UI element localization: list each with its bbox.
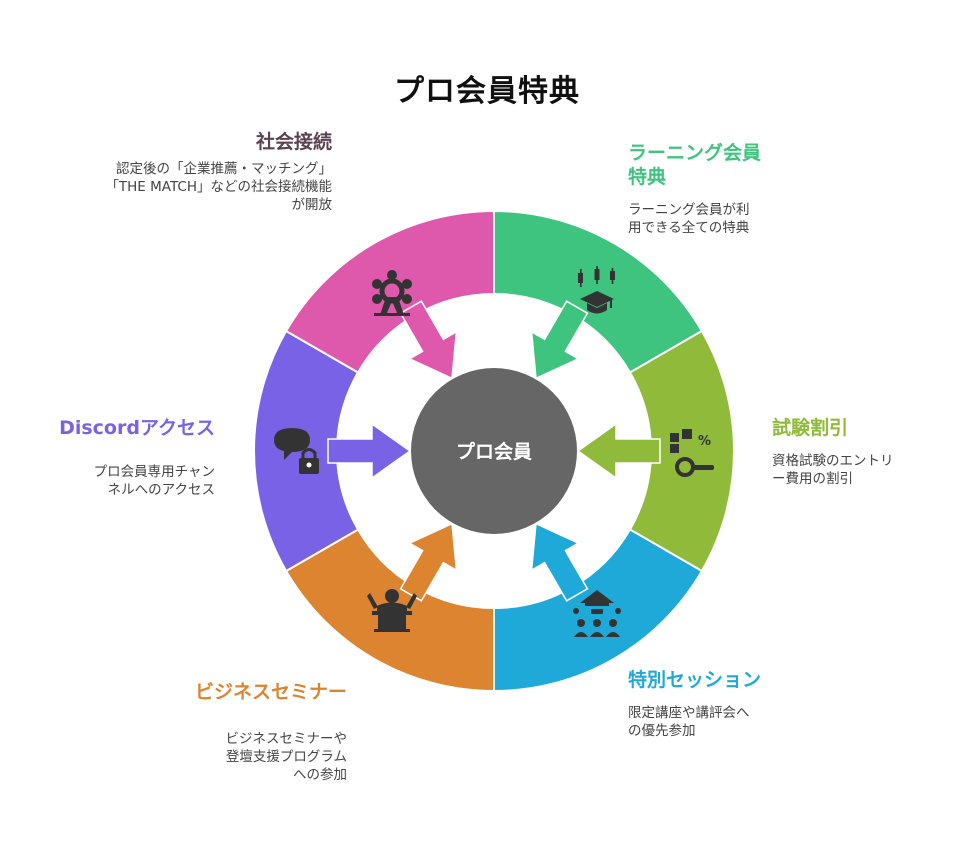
- special-session-description: 限定講座や講評会へ の優先参加: [628, 705, 750, 739]
- network-structure-icon: [372, 270, 412, 316]
- social-connection-description: 認定後の「企業推薦・マッチング」 「THE MATCH」などの社会接続機能 が開…: [105, 161, 332, 213]
- learning-benefits-label: ラーニング会員 特典: [628, 142, 762, 188]
- speaker-podium-icon: [367, 589, 417, 632]
- business-seminar-label: ビジネスセミナー: [194, 681, 347, 703]
- arrow-social: [399, 300, 458, 380]
- presentation-audience-icon: [573, 590, 621, 637]
- center-node: プロ会員: [411, 368, 577, 534]
- arrow-seminar: [399, 522, 458, 602]
- special-session-label: 特別セッション: [628, 669, 762, 691]
- arrow-session: [530, 522, 589, 602]
- arrow-learning: [530, 300, 589, 380]
- center-label: プロ会員: [456, 440, 532, 463]
- search-discount-icon: %: [670, 429, 714, 477]
- svg-text:%: %: [698, 434, 711, 449]
- exam-discount-description: 資格試験のエントリ ー費用の割引: [772, 453, 894, 487]
- diagram-title: プロ会員特典: [394, 74, 580, 109]
- arrows-layer: [327, 300, 661, 602]
- arrow-exam: [576, 422, 661, 480]
- exam-discount-label: 試験割引: [772, 417, 849, 439]
- social-connection-label: 社会接続: [255, 131, 332, 153]
- chat-lock-icon: [274, 428, 319, 474]
- discord-access-description: プロ会員専用チャン ネルへのアクセス: [93, 464, 215, 498]
- arrow-discord: [327, 422, 412, 480]
- discord-access-label: Discordアクセス: [59, 417, 215, 439]
- segment-social: [284, 209, 495, 374]
- segments-layer: [253, 209, 735, 693]
- graduation-cap-icon: [578, 266, 615, 314]
- learning-benefits-description: ラーニング会員が利 用できる全ての特典: [628, 202, 750, 236]
- business-seminar-description: ビジネスセミナーや 登壇支援プログラム への参加: [225, 731, 348, 783]
